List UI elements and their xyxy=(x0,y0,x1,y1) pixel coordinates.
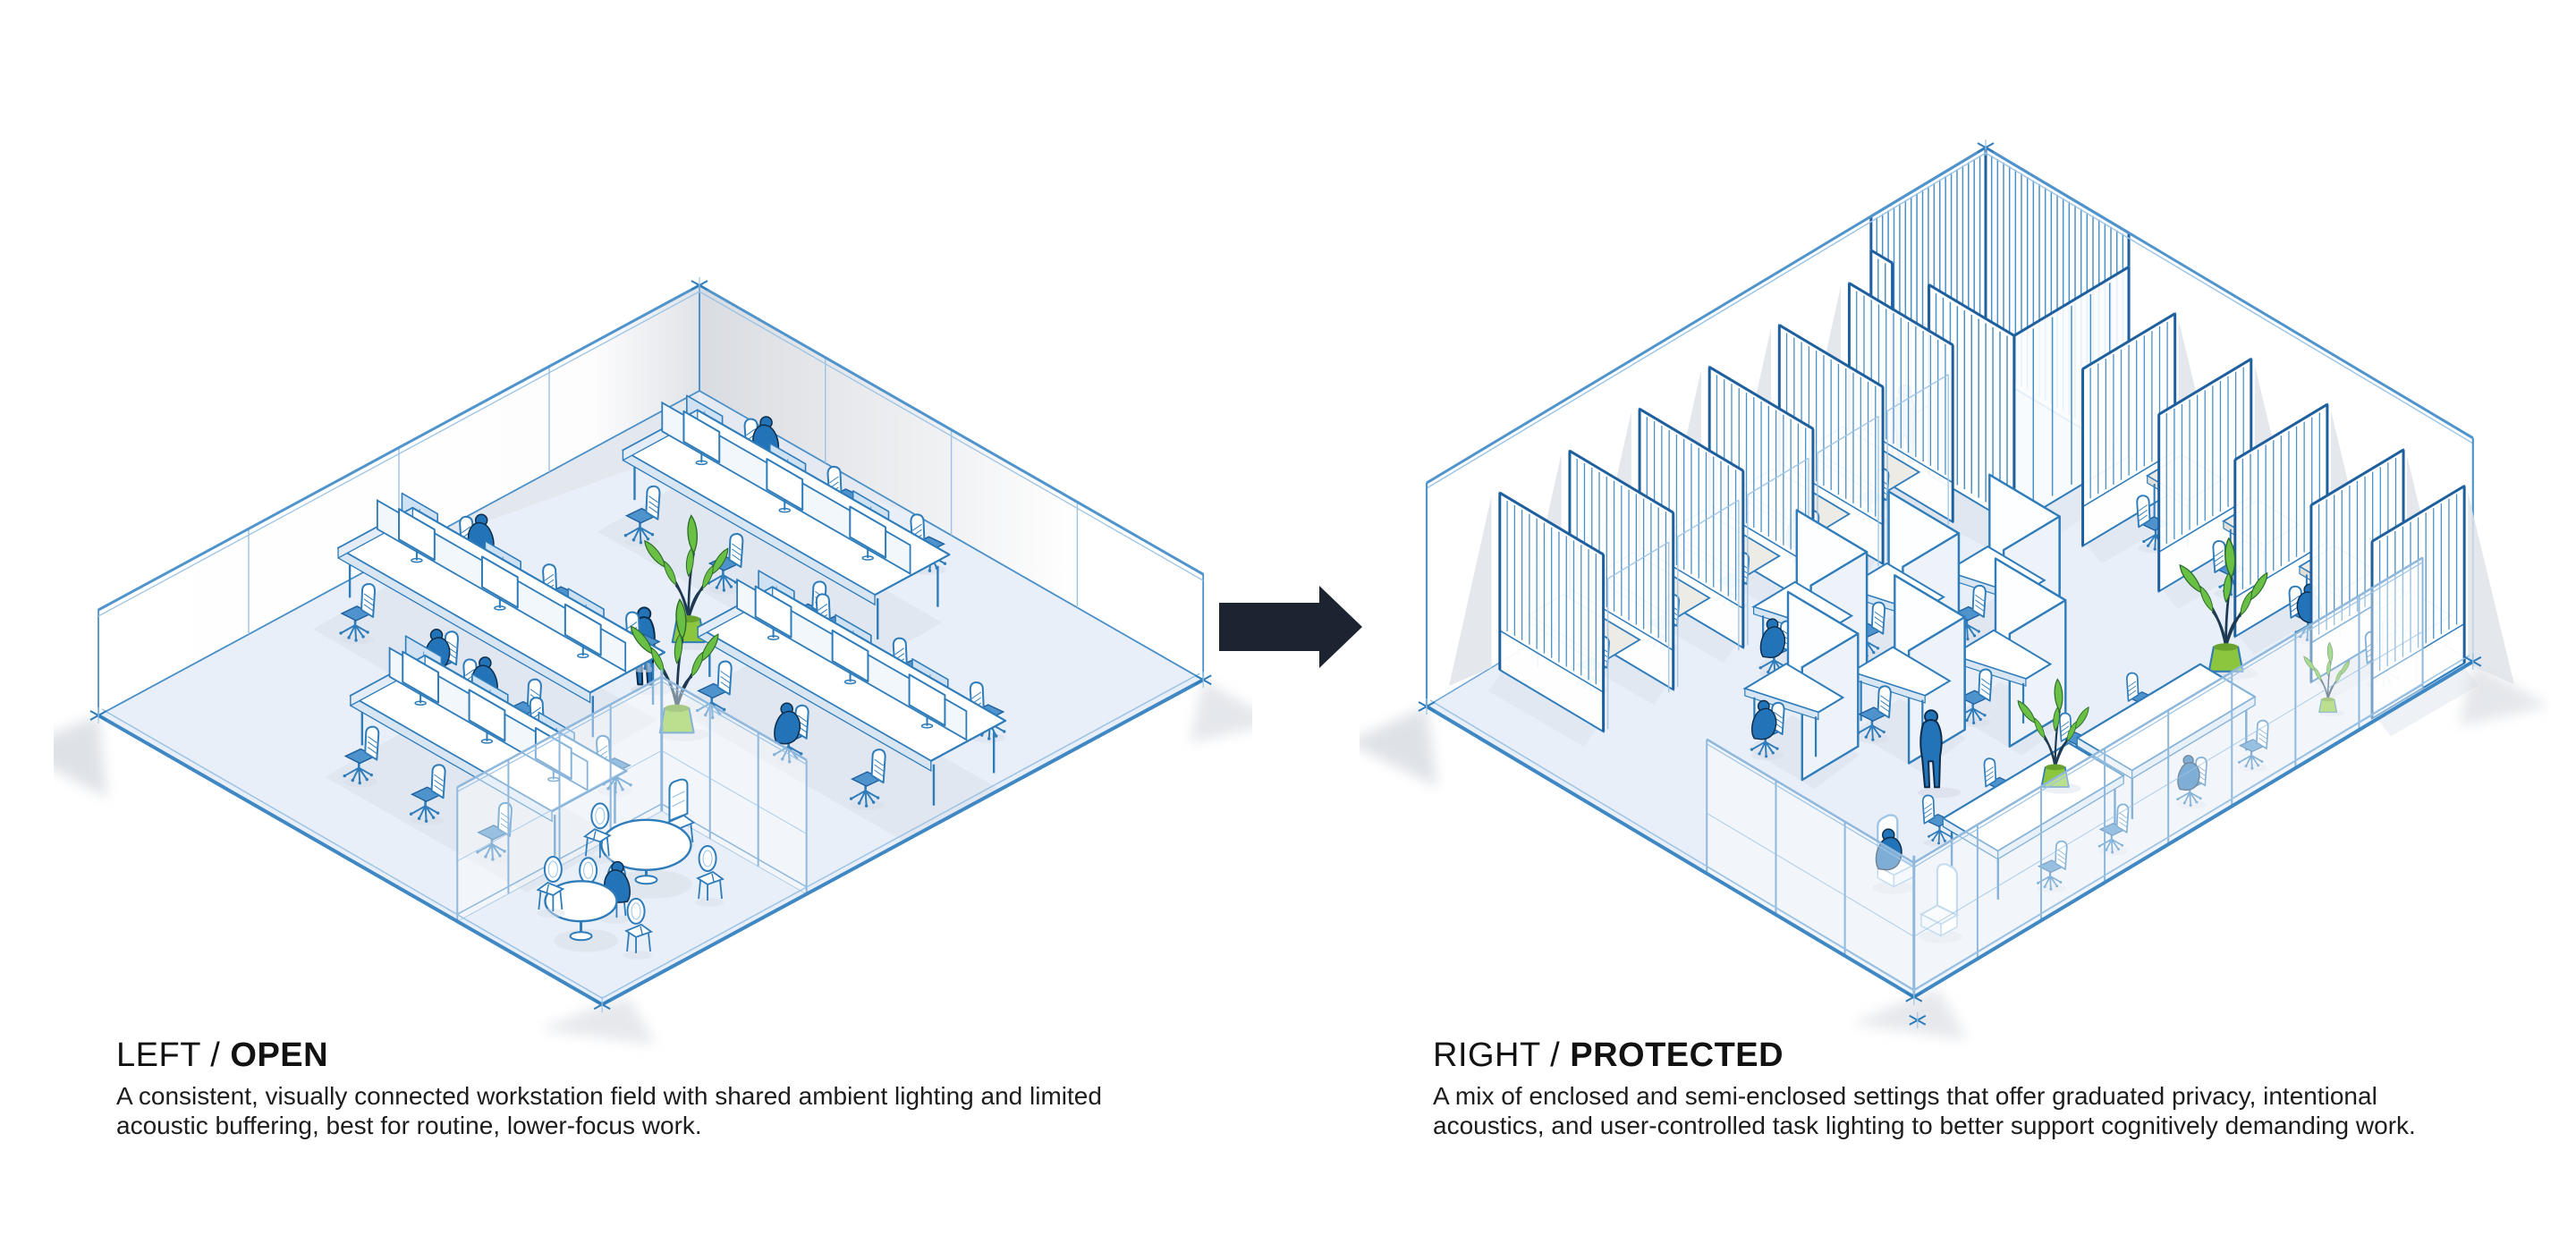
left-caption-title: LEFT / OPEN xyxy=(116,1037,1102,1073)
right-arrow-icon xyxy=(1219,586,1362,668)
left-caption: LEFT / OPEN A consistent, visually conne… xyxy=(116,1037,1102,1140)
left-description-line2: acoustic buffering, best for routine, lo… xyxy=(116,1112,702,1139)
left-side-label: LEFT xyxy=(116,1036,201,1074)
transition-arrow xyxy=(1219,586,1362,668)
left-description-line1: A consistent, visually connected worksta… xyxy=(116,1082,1102,1110)
right-caption-body: A mix of enclosed and semi-enclosed sett… xyxy=(1433,1081,2416,1140)
left-keyword: OPEN xyxy=(230,1036,329,1074)
left-caption-body: A consistent, visually connected worksta… xyxy=(116,1081,1102,1140)
caption-separator: / xyxy=(1540,1036,1571,1074)
right-caption: RIGHT / PROTECTED A mix of enclosed and … xyxy=(1433,1037,2416,1140)
right-keyword: PROTECTED xyxy=(1570,1036,1784,1074)
right-caption-title: RIGHT / PROTECTED xyxy=(1433,1037,2416,1073)
open-office-scene xyxy=(54,277,1252,1045)
right-description-line2: acoustics, and user-controlled task ligh… xyxy=(1433,1112,2416,1139)
right-side-label: RIGHT xyxy=(1433,1036,1541,1074)
right-description-line1: A mix of enclosed and semi-enclosed sett… xyxy=(1433,1082,2377,1110)
caption-separator: / xyxy=(200,1036,231,1074)
protected-office-scene xyxy=(1360,140,2549,1040)
